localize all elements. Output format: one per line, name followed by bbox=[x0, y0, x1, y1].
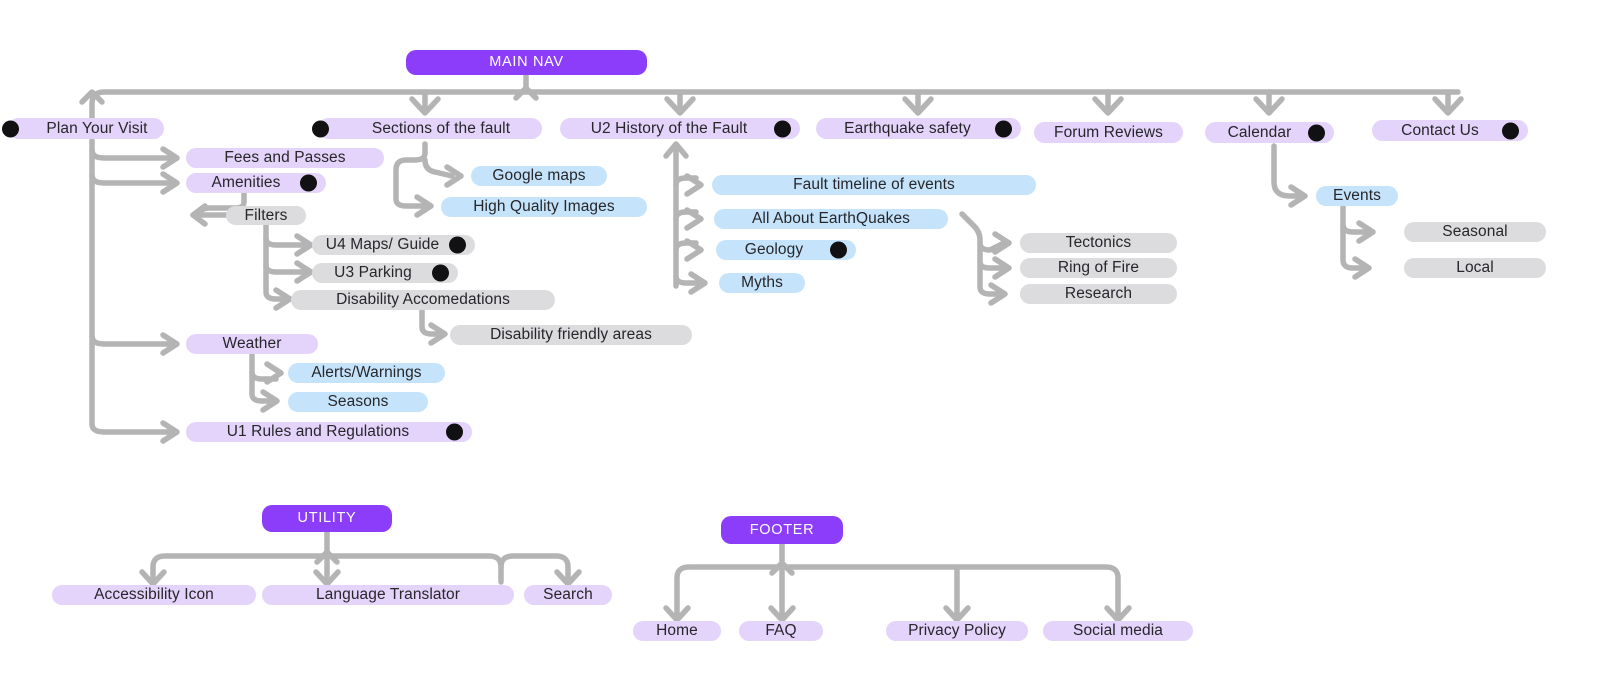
node-label: Myths bbox=[741, 274, 783, 292]
node-tectonics[interactable]: Tectonics bbox=[1020, 233, 1177, 253]
node-label: Tectonics bbox=[1065, 234, 1132, 252]
nav-item-label: Plan Your Visit bbox=[46, 119, 148, 137]
status-dot-icon bbox=[830, 241, 847, 259]
utility-item-search[interactable]: Search bbox=[524, 585, 612, 605]
nav-item-plan-your-visit[interactable]: Plan Your Visit bbox=[2, 118, 164, 139]
nav-item-earthquake-safety[interactable]: Earthquake safety bbox=[816, 118, 1021, 139]
node-geology[interactable]: Geology bbox=[716, 240, 856, 260]
node-seasonal[interactable]: Seasonal bbox=[1404, 222, 1546, 242]
node-label: U4 Maps/ Guide bbox=[325, 236, 440, 254]
nav-item-contact-us[interactable]: Contact Us bbox=[1372, 120, 1528, 141]
node-google-maps[interactable]: Google maps bbox=[471, 166, 607, 186]
node-u1-rules-and-regulations[interactable]: U1 Rules and Regulations bbox=[186, 422, 472, 442]
node-label: Disability Accomedations bbox=[336, 291, 510, 309]
status-dot-icon bbox=[432, 264, 449, 282]
status-dot-icon bbox=[1502, 122, 1519, 139]
node-filters[interactable]: Filters bbox=[226, 206, 306, 225]
nav-item-sections-of-the-fault[interactable]: Sections of the fault bbox=[312, 118, 542, 139]
status-dot-icon bbox=[774, 120, 791, 137]
footer-item-home[interactable]: Home bbox=[633, 621, 721, 641]
node-weather[interactable]: Weather bbox=[186, 334, 318, 354]
node-label: Research bbox=[1064, 285, 1133, 303]
node-label: Fault timeline of events bbox=[793, 176, 955, 194]
status-dot-icon bbox=[312, 120, 329, 137]
node-label: Fees and Passes bbox=[224, 149, 346, 167]
footer-item-privacy-policy[interactable]: Privacy Policy bbox=[886, 621, 1028, 641]
nav-item-calendar[interactable]: Calendar bbox=[1205, 122, 1334, 143]
node-label: All About EarthQuakes bbox=[751, 210, 911, 228]
node-label: Social media bbox=[1073, 622, 1163, 640]
node-all-about-earthquakes[interactable]: All About EarthQuakes bbox=[714, 209, 948, 229]
root-utility[interactable]: UTILITY bbox=[262, 505, 392, 532]
root-footer[interactable]: FOOTER bbox=[721, 516, 843, 544]
node-label: Privacy Policy bbox=[908, 622, 1006, 640]
node-label: U1 Rules and Regulations bbox=[226, 423, 410, 441]
utility-item-accessibility-icon[interactable]: Accessibility Icon bbox=[52, 585, 256, 605]
node-label: Seasons bbox=[327, 393, 389, 411]
nav-item-u2-history-of-the-fault[interactable]: U2 History of the Fault bbox=[560, 118, 800, 139]
node-label: Accessibility Icon bbox=[94, 586, 214, 604]
nav-item-label: Calendar bbox=[1227, 123, 1292, 141]
node-label: Geology bbox=[744, 241, 804, 259]
root-main-nav-label: MAIN NAV bbox=[489, 54, 564, 71]
footer-item-social-media[interactable]: Social media bbox=[1043, 621, 1193, 641]
nav-item-label: U2 History of the Fault bbox=[590, 119, 748, 137]
node-amenities[interactable]: Amenities bbox=[186, 173, 326, 193]
footer-item-faq[interactable]: FAQ bbox=[739, 621, 823, 641]
node-alerts-warnings[interactable]: Alerts/Warnings bbox=[288, 363, 445, 383]
node-label: FAQ bbox=[765, 622, 797, 640]
nav-item-forum-reviews[interactable]: Forum Reviews bbox=[1034, 122, 1183, 143]
node-label: High Quality Images bbox=[473, 198, 615, 216]
root-main-nav[interactable]: MAIN NAV bbox=[406, 50, 647, 75]
node-label: Search bbox=[543, 586, 593, 604]
node-label: Local bbox=[1456, 259, 1494, 277]
node-label: Alerts/Warnings bbox=[311, 364, 422, 382]
node-local[interactable]: Local bbox=[1404, 258, 1546, 278]
status-dot-icon bbox=[449, 236, 466, 254]
node-ring-of-fire[interactable]: Ring of Fire bbox=[1020, 258, 1177, 278]
status-dot-icon bbox=[995, 120, 1012, 137]
node-disability-accomedations[interactable]: Disability Accomedations bbox=[291, 290, 555, 310]
node-disability-friendly-areas[interactable]: Disability friendly areas bbox=[450, 325, 692, 345]
status-dot-icon bbox=[446, 423, 463, 441]
node-label: Disability friendly areas bbox=[490, 326, 652, 344]
node-myths[interactable]: Myths bbox=[719, 273, 805, 293]
root-footer-label: FOOTER bbox=[749, 521, 815, 538]
node-research[interactable]: Research bbox=[1020, 284, 1177, 304]
node-label: Events bbox=[1333, 187, 1381, 205]
node-seasons[interactable]: Seasons bbox=[288, 392, 428, 412]
node-label: Weather bbox=[222, 335, 282, 353]
root-utility-label: UTILITY bbox=[297, 510, 357, 527]
node-u3-parking[interactable]: U3 Parking bbox=[312, 263, 458, 283]
nav-item-label: Contact Us bbox=[1401, 121, 1479, 139]
node-label: Ring of Fire bbox=[1057, 259, 1140, 277]
nav-item-label: Sections of the fault bbox=[371, 119, 511, 137]
status-dot-icon bbox=[1308, 124, 1325, 141]
node-label: Home bbox=[656, 622, 698, 640]
node-u4-maps-guide[interactable]: U4 Maps/ Guide bbox=[312, 235, 475, 255]
node-label: Seasonal bbox=[1442, 223, 1508, 241]
node-events[interactable]: Events bbox=[1316, 186, 1398, 206]
node-label: Amenities bbox=[211, 174, 281, 192]
status-dot-icon bbox=[2, 120, 19, 137]
node-high-quality-images[interactable]: High Quality Images bbox=[441, 197, 647, 217]
status-dot-icon bbox=[300, 174, 317, 192]
node-label: U3 Parking bbox=[334, 264, 412, 282]
nav-item-label: Forum Reviews bbox=[1054, 123, 1163, 141]
node-label: Google maps bbox=[492, 167, 586, 185]
node-fees-and-passes[interactable]: Fees and Passes bbox=[186, 148, 384, 168]
nav-item-label: Earthquake safety bbox=[844, 119, 971, 137]
node-label: Language Translator bbox=[315, 586, 461, 604]
node-fault-timeline-of-events[interactable]: Fault timeline of events bbox=[712, 175, 1036, 195]
utility-item-language-translator[interactable]: Language Translator bbox=[262, 585, 514, 605]
node-label: Filters bbox=[244, 206, 288, 224]
